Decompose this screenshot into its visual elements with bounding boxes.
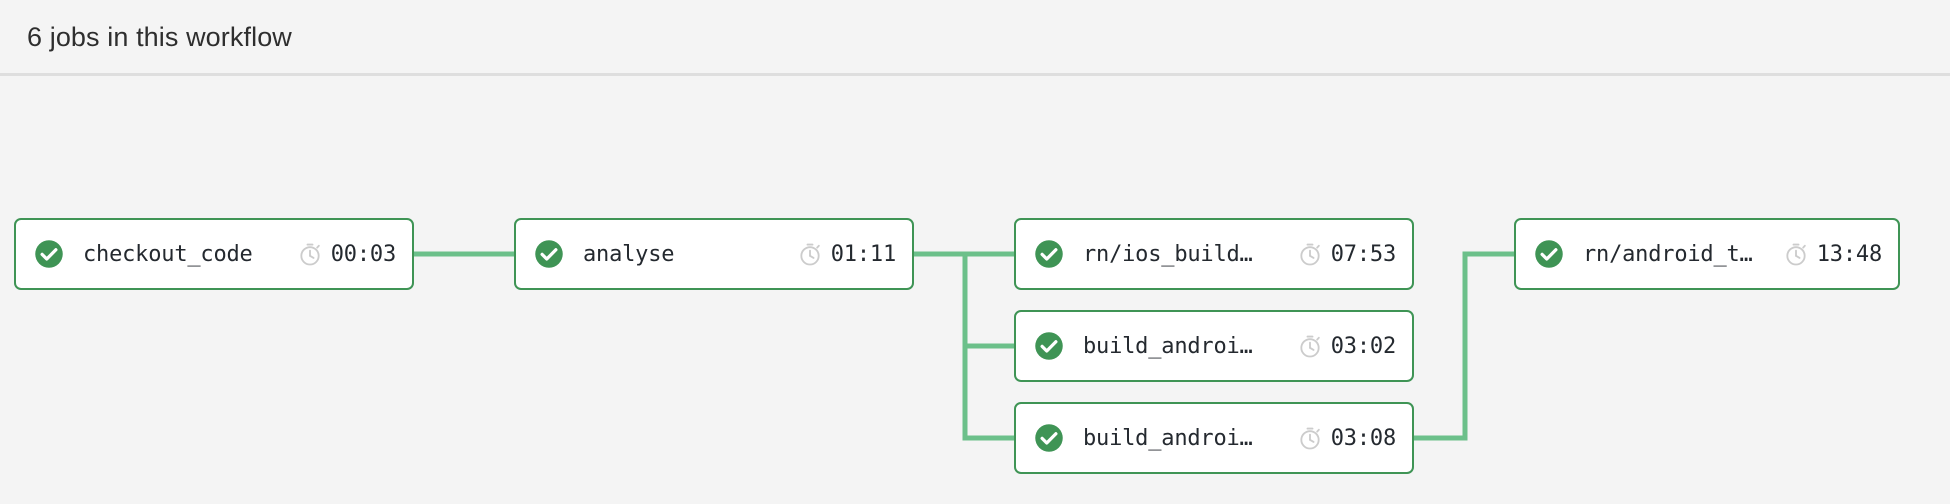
check-circle-icon [1035,240,1063,268]
job-node-checkout-code[interactable]: checkout_code 00:03 [14,218,414,290]
check-circle-icon [535,240,563,268]
job-duration: 00:03 [330,241,396,267]
edge-analyse-to-build-android-1 [962,254,1014,349]
job-duration: 13:48 [1816,241,1882,267]
job-duration-group: 03:02 [1297,333,1396,359]
job-node-build-android-2[interactable]: build_androi… 03:08 [1014,402,1414,474]
stopwatch-icon [800,243,820,266]
job-duration-group: 00:03 [297,241,396,267]
check-circle-icon [1035,332,1063,360]
stopwatch-icon [1300,243,1320,266]
job-duration: 03:08 [1330,425,1396,451]
workflow-header: 6 jobs in this workflow [0,0,1950,74]
job-duration-group: 13:48 [1783,241,1882,267]
stopwatch-icon [1786,243,1806,266]
stopwatch-icon [1300,335,1320,358]
check-circle-icon [1035,424,1063,452]
page-title: 6 jobs in this workflow [27,21,292,52]
job-name: build_androi… [1083,425,1253,451]
job-node-build-android-1[interactable]: build_androi… 03:02 [1014,310,1414,382]
job-name: build_androi… [1083,333,1253,359]
job-duration: 01:11 [830,241,896,267]
workflow-graph: checkout_code 00:03 analyse [0,76,1950,504]
graph-edges [414,251,1514,441]
job-name: rn/ios_build… [1083,241,1253,267]
job-name: rn/android_t… [1583,241,1753,267]
job-duration-group: 07:53 [1297,241,1396,267]
job-duration-group: 01:11 [797,241,896,267]
check-circle-icon [1535,240,1563,268]
job-duration: 07:53 [1330,241,1396,267]
check-circle-icon [35,240,63,268]
job-name: checkout_code [83,241,253,267]
job-duration-group: 03:08 [1297,425,1396,451]
job-node-rn-ios-build[interactable]: rn/ios_build… 07:53 [1014,218,1414,290]
job-duration: 03:02 [1330,333,1396,359]
stopwatch-icon [1300,427,1320,450]
header-divider [0,73,1950,76]
edge-analyse-to-build-android-2 [962,254,1014,441]
job-node-analyse[interactable]: analyse 01:11 [514,218,914,290]
edge-build-android-2-to-android-test [1414,251,1514,441]
stopwatch-icon [300,243,320,266]
job-name: analyse [583,241,675,267]
job-node-rn-android-test[interactable]: rn/android_t… 13:48 [1514,218,1900,290]
